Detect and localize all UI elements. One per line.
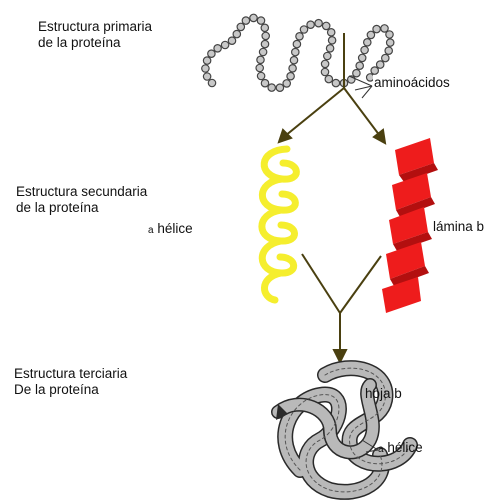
amino-acid-bead <box>387 39 394 46</box>
primary-label-line1: Estructura primaria <box>38 19 152 35</box>
amino-acid-bead <box>356 62 363 69</box>
amino-acid-bead <box>262 32 269 39</box>
helix-word: hélice <box>154 221 193 236</box>
amino-acid-bead <box>257 72 264 79</box>
amino-acid-bead <box>208 50 215 57</box>
amino-acid-bead <box>203 73 210 80</box>
amino-acid-chain <box>202 14 394 91</box>
alpha-helix <box>262 149 297 300</box>
amino-acid-bead <box>214 45 221 52</box>
amino-acids-label: aminoácidos <box>373 75 451 91</box>
amino-acid-bead <box>261 24 268 31</box>
amino-acid-bead <box>257 17 264 24</box>
amino-acid-bead <box>242 17 249 24</box>
amino-acid-bead <box>385 47 392 54</box>
amino-acid-bead <box>228 37 235 44</box>
primary-label-line2: de la proteína <box>38 35 152 51</box>
amino-acid-bead <box>315 20 322 27</box>
amino-acid-bead <box>283 80 290 87</box>
amino-acid-bead <box>233 30 240 37</box>
amino-acid-bead <box>326 45 333 52</box>
amino-acid-bead <box>261 40 268 47</box>
amino-acid-bead <box>371 67 378 74</box>
amino-acid-bead <box>250 14 257 21</box>
amino-acid-bead <box>202 65 209 72</box>
amino-acid-bead <box>237 23 244 30</box>
amino-acid-bead <box>296 33 303 40</box>
amino-acid-bead <box>257 56 264 63</box>
amino-acid-bead <box>377 61 384 68</box>
beta-sheet <box>382 138 438 313</box>
amino-acid-bead <box>300 26 307 33</box>
amino-acid-bead <box>307 21 314 28</box>
amino-acid-bead <box>268 84 275 91</box>
amino-acid-bead <box>203 57 210 64</box>
amino-acid-bead <box>287 73 294 80</box>
secondary-label-line1: Estructura secundaria <box>16 184 147 200</box>
tertiary-structure-label: Estructura terciaria De la proteína <box>14 366 127 398</box>
helix-word-tertiary: hélice <box>384 440 423 455</box>
tertiary-helix-label: a hélice <box>378 440 423 458</box>
beta-sheet-label: lámina b <box>433 219 484 235</box>
amino-acid-bead <box>382 54 389 61</box>
arrow-secondary-to-tertiary <box>302 254 381 362</box>
amino-acid-bead <box>367 31 374 38</box>
amino-acid-bead <box>373 25 380 32</box>
secondary-structure-label: Estructura secundaria de la proteína <box>16 184 147 216</box>
amino-acid-bead <box>289 65 296 72</box>
alpha-helix-label: a hélice <box>148 221 193 239</box>
amino-acid-bead <box>359 54 366 61</box>
tertiary-sheet-label: hoja b <box>365 386 402 402</box>
amino-acid-bead <box>332 79 339 86</box>
amino-acid-bead <box>328 29 335 36</box>
amino-acid-bead <box>276 84 283 91</box>
secondary-label-line2: de la proteína <box>16 200 147 216</box>
amino-acid-bead <box>321 68 328 75</box>
tertiary-label-line2: De la proteína <box>14 382 127 398</box>
amino-acid-bead <box>361 46 368 53</box>
amino-acid-bead <box>208 79 215 86</box>
tertiary-label-line1: Estructura terciaria <box>14 366 127 382</box>
amino-acid-bead <box>261 80 268 87</box>
amino-acid-bead <box>290 57 297 64</box>
amino-acid-bead <box>259 48 266 55</box>
amino-acid-bead <box>293 40 300 47</box>
amino-acid-bead <box>386 31 393 38</box>
amino-acid-bead <box>321 60 328 67</box>
amino-acid-bead <box>221 41 228 48</box>
amino-acid-bead <box>256 64 263 71</box>
amino-acid-bead <box>325 75 332 82</box>
amino-acid-bead <box>328 37 335 44</box>
amino-acid-bead <box>292 48 299 55</box>
amino-acid-bead <box>364 39 371 46</box>
primary-structure-label: Estructura primaria de la proteína <box>38 19 152 51</box>
amino-acid-bead <box>353 70 360 77</box>
amino-acid-bead <box>324 52 331 59</box>
amino-acid-bead <box>323 22 330 29</box>
